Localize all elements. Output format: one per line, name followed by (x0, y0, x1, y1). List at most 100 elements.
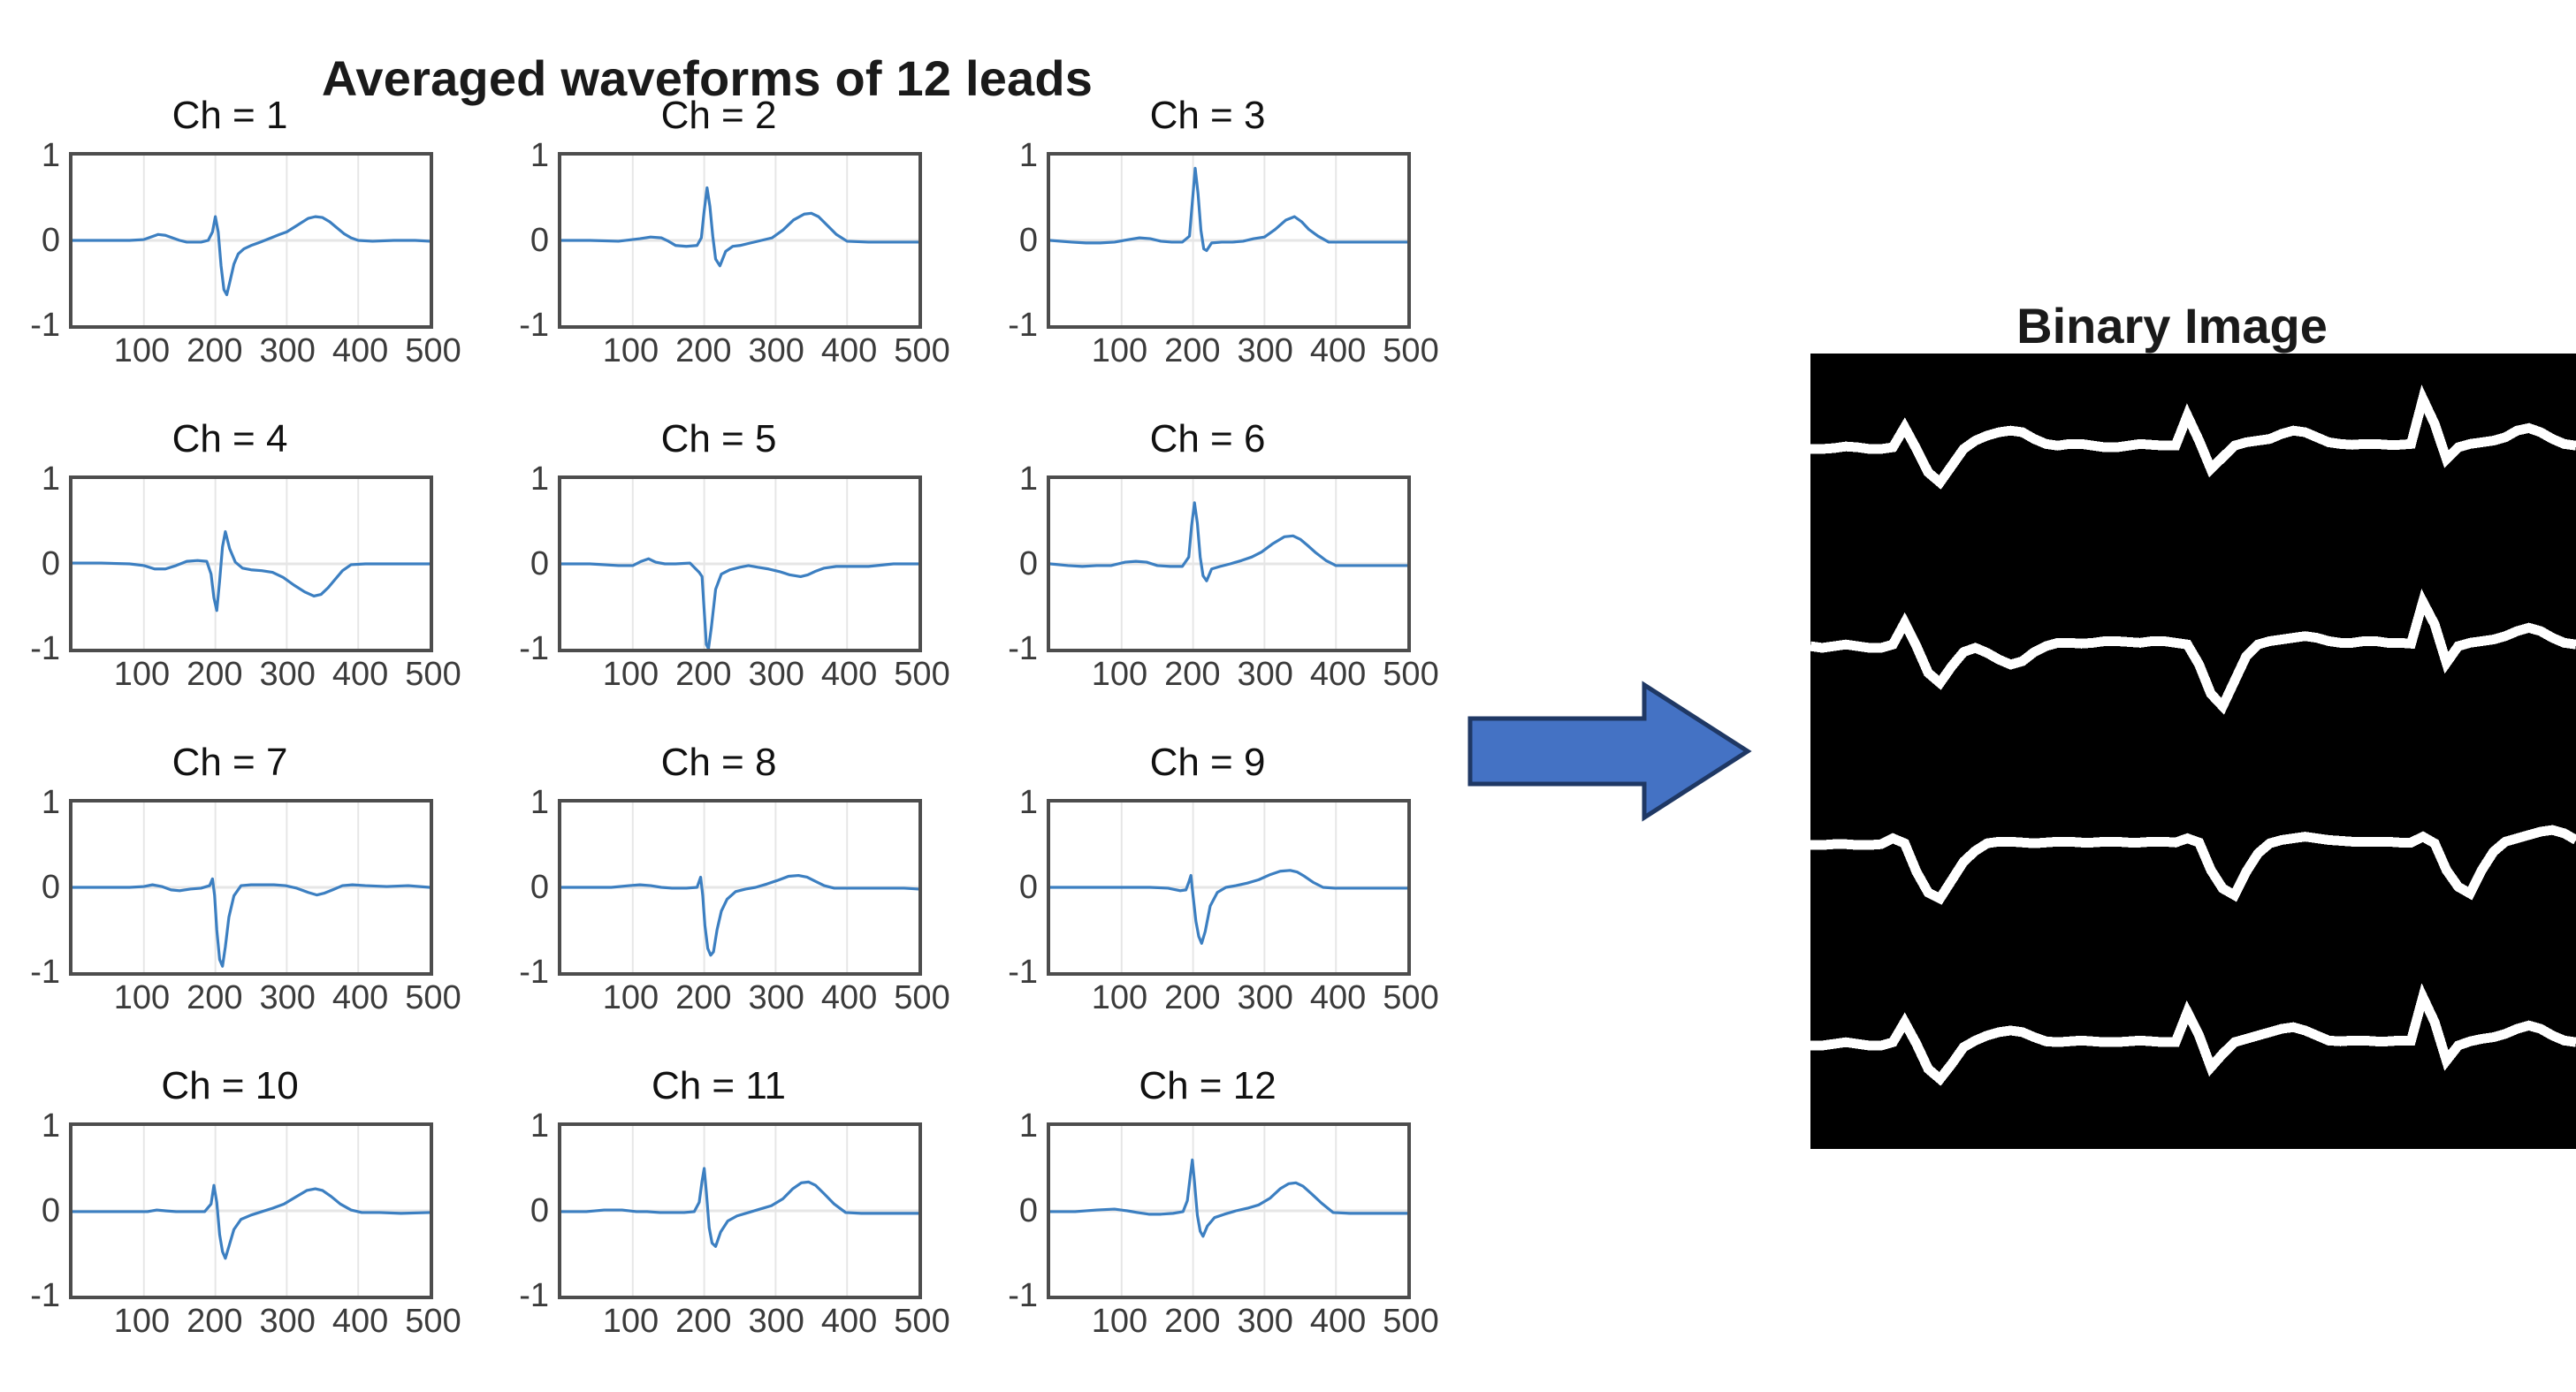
ytick-label-1: 1 (530, 460, 549, 498)
ytick-label-neg1: -1 (30, 1277, 60, 1314)
xtick-label-500: 500 (405, 979, 461, 1016)
xtick-label-300: 300 (259, 1303, 316, 1340)
xtick-label-300: 300 (748, 656, 804, 693)
ytick-label-1: 1 (41, 460, 60, 498)
ytick-label-1: 1 (530, 784, 549, 821)
xtick-label-400: 400 (332, 1303, 389, 1340)
ytick-label-1: 1 (41, 784, 60, 821)
ytick-label-neg1: -1 (1008, 954, 1038, 991)
figure-title: Averaged waveforms of 12 leads (321, 49, 1094, 106)
ytick-label-1: 1 (1018, 460, 1038, 498)
xtick-label-500: 500 (894, 656, 950, 693)
binary-trace-row-4 (1810, 983, 2576, 1086)
xtick-label-200: 200 (1164, 332, 1221, 369)
xtick-label-300: 300 (748, 332, 804, 369)
xtick-label-200: 200 (675, 332, 732, 369)
xtick-label-400: 400 (820, 656, 878, 693)
subplot-title-ch-11: Ch = 11 (651, 1064, 787, 1107)
subplot-title-ch-8: Ch = 8 (660, 741, 777, 784)
ytick-label-0: 0 (41, 1192, 60, 1229)
xtick-label-100: 100 (113, 1303, 171, 1340)
xtick-label-300: 300 (1237, 979, 1293, 1016)
ytick-label-0: 0 (41, 545, 60, 582)
xtick-label-100: 100 (113, 332, 171, 369)
xtick-label-500: 500 (405, 332, 461, 369)
ytick-label-neg1: -1 (519, 630, 549, 667)
xtick-label-300: 300 (748, 979, 804, 1016)
xtick-label-500: 500 (405, 1303, 461, 1340)
ytick-label-0: 0 (1018, 545, 1038, 582)
right-arrow-icon (1463, 676, 1755, 826)
ytick-label-1: 1 (1018, 784, 1038, 821)
ytick-label-1: 1 (530, 1107, 549, 1145)
xtick-label-500: 500 (894, 1303, 950, 1340)
xtick-label-100: 100 (1091, 1303, 1148, 1340)
binary-image-title: Binary Image (2016, 298, 2328, 354)
subplot-title-ch-9: Ch = 9 (1149, 741, 1266, 784)
xtick-label-400: 400 (332, 656, 389, 693)
xtick-label-500: 500 (894, 332, 950, 369)
waveform-trace-ch-5 (561, 559, 918, 649)
waveform-trace-ch-3 (1050, 168, 1407, 250)
xtick-label-400: 400 (820, 979, 878, 1016)
xtick-label-500: 500 (405, 656, 461, 693)
ytick-label-1: 1 (1018, 1107, 1038, 1145)
ytick-label-neg1: -1 (519, 1277, 549, 1314)
ytick-label-neg1: -1 (1008, 307, 1038, 344)
waveform-trace-ch-6 (1050, 503, 1407, 581)
xtick-label-200: 200 (675, 656, 732, 693)
waveform-trace-ch-11 (561, 1168, 918, 1246)
axes-ch-3: 1 0 -1 (1008, 139, 1411, 342)
ytick-label-neg1: -1 (519, 307, 549, 344)
ytick-label-0: 0 (41, 222, 60, 259)
ytick-label-0: 0 (1018, 222, 1038, 259)
xtick-label-100: 100 (1091, 979, 1148, 1016)
xtick-label-300: 300 (1237, 332, 1293, 369)
ytick-label-neg1: -1 (30, 307, 60, 344)
ytick-label-0: 0 (41, 869, 60, 906)
xtick-label-200: 200 (187, 979, 243, 1016)
xtick-label-100: 100 (602, 656, 659, 693)
xtick-label-300: 300 (1237, 1303, 1293, 1340)
waveform-trace-ch-8 (561, 876, 918, 955)
xtick-label-300: 300 (748, 1303, 804, 1340)
xtick-label-200: 200 (1164, 1303, 1221, 1340)
waveform-trace-ch-2 (561, 187, 918, 265)
ytick-label-neg1: -1 (30, 630, 60, 667)
xtick-label-200: 200 (187, 656, 243, 693)
xtick-label-200: 200 (187, 332, 243, 369)
subplot-title-ch-4: Ch = 4 (171, 417, 288, 460)
xtick-label-500: 500 (1383, 332, 1439, 369)
ytick-label-neg1: -1 (1008, 1277, 1038, 1314)
ytick-label-0: 0 (530, 1192, 549, 1229)
ytick-label-0: 0 (530, 545, 549, 582)
ytick-label-1: 1 (1018, 137, 1038, 174)
xtick-label-500: 500 (1383, 656, 1439, 693)
xtick-label-400: 400 (820, 332, 878, 369)
xtick-label-200: 200 (675, 979, 732, 1016)
axes-ch-11: 1 0 -1 (519, 1109, 922, 1312)
binary-image-panel: Binary Image (1768, 0, 2576, 1392)
waveform-trace-ch-4 (72, 532, 430, 611)
axes-ch-4: 1 0 -1 (30, 462, 433, 666)
ytick-label-0: 0 (530, 222, 549, 259)
xtick-label-400: 400 (332, 979, 389, 1016)
